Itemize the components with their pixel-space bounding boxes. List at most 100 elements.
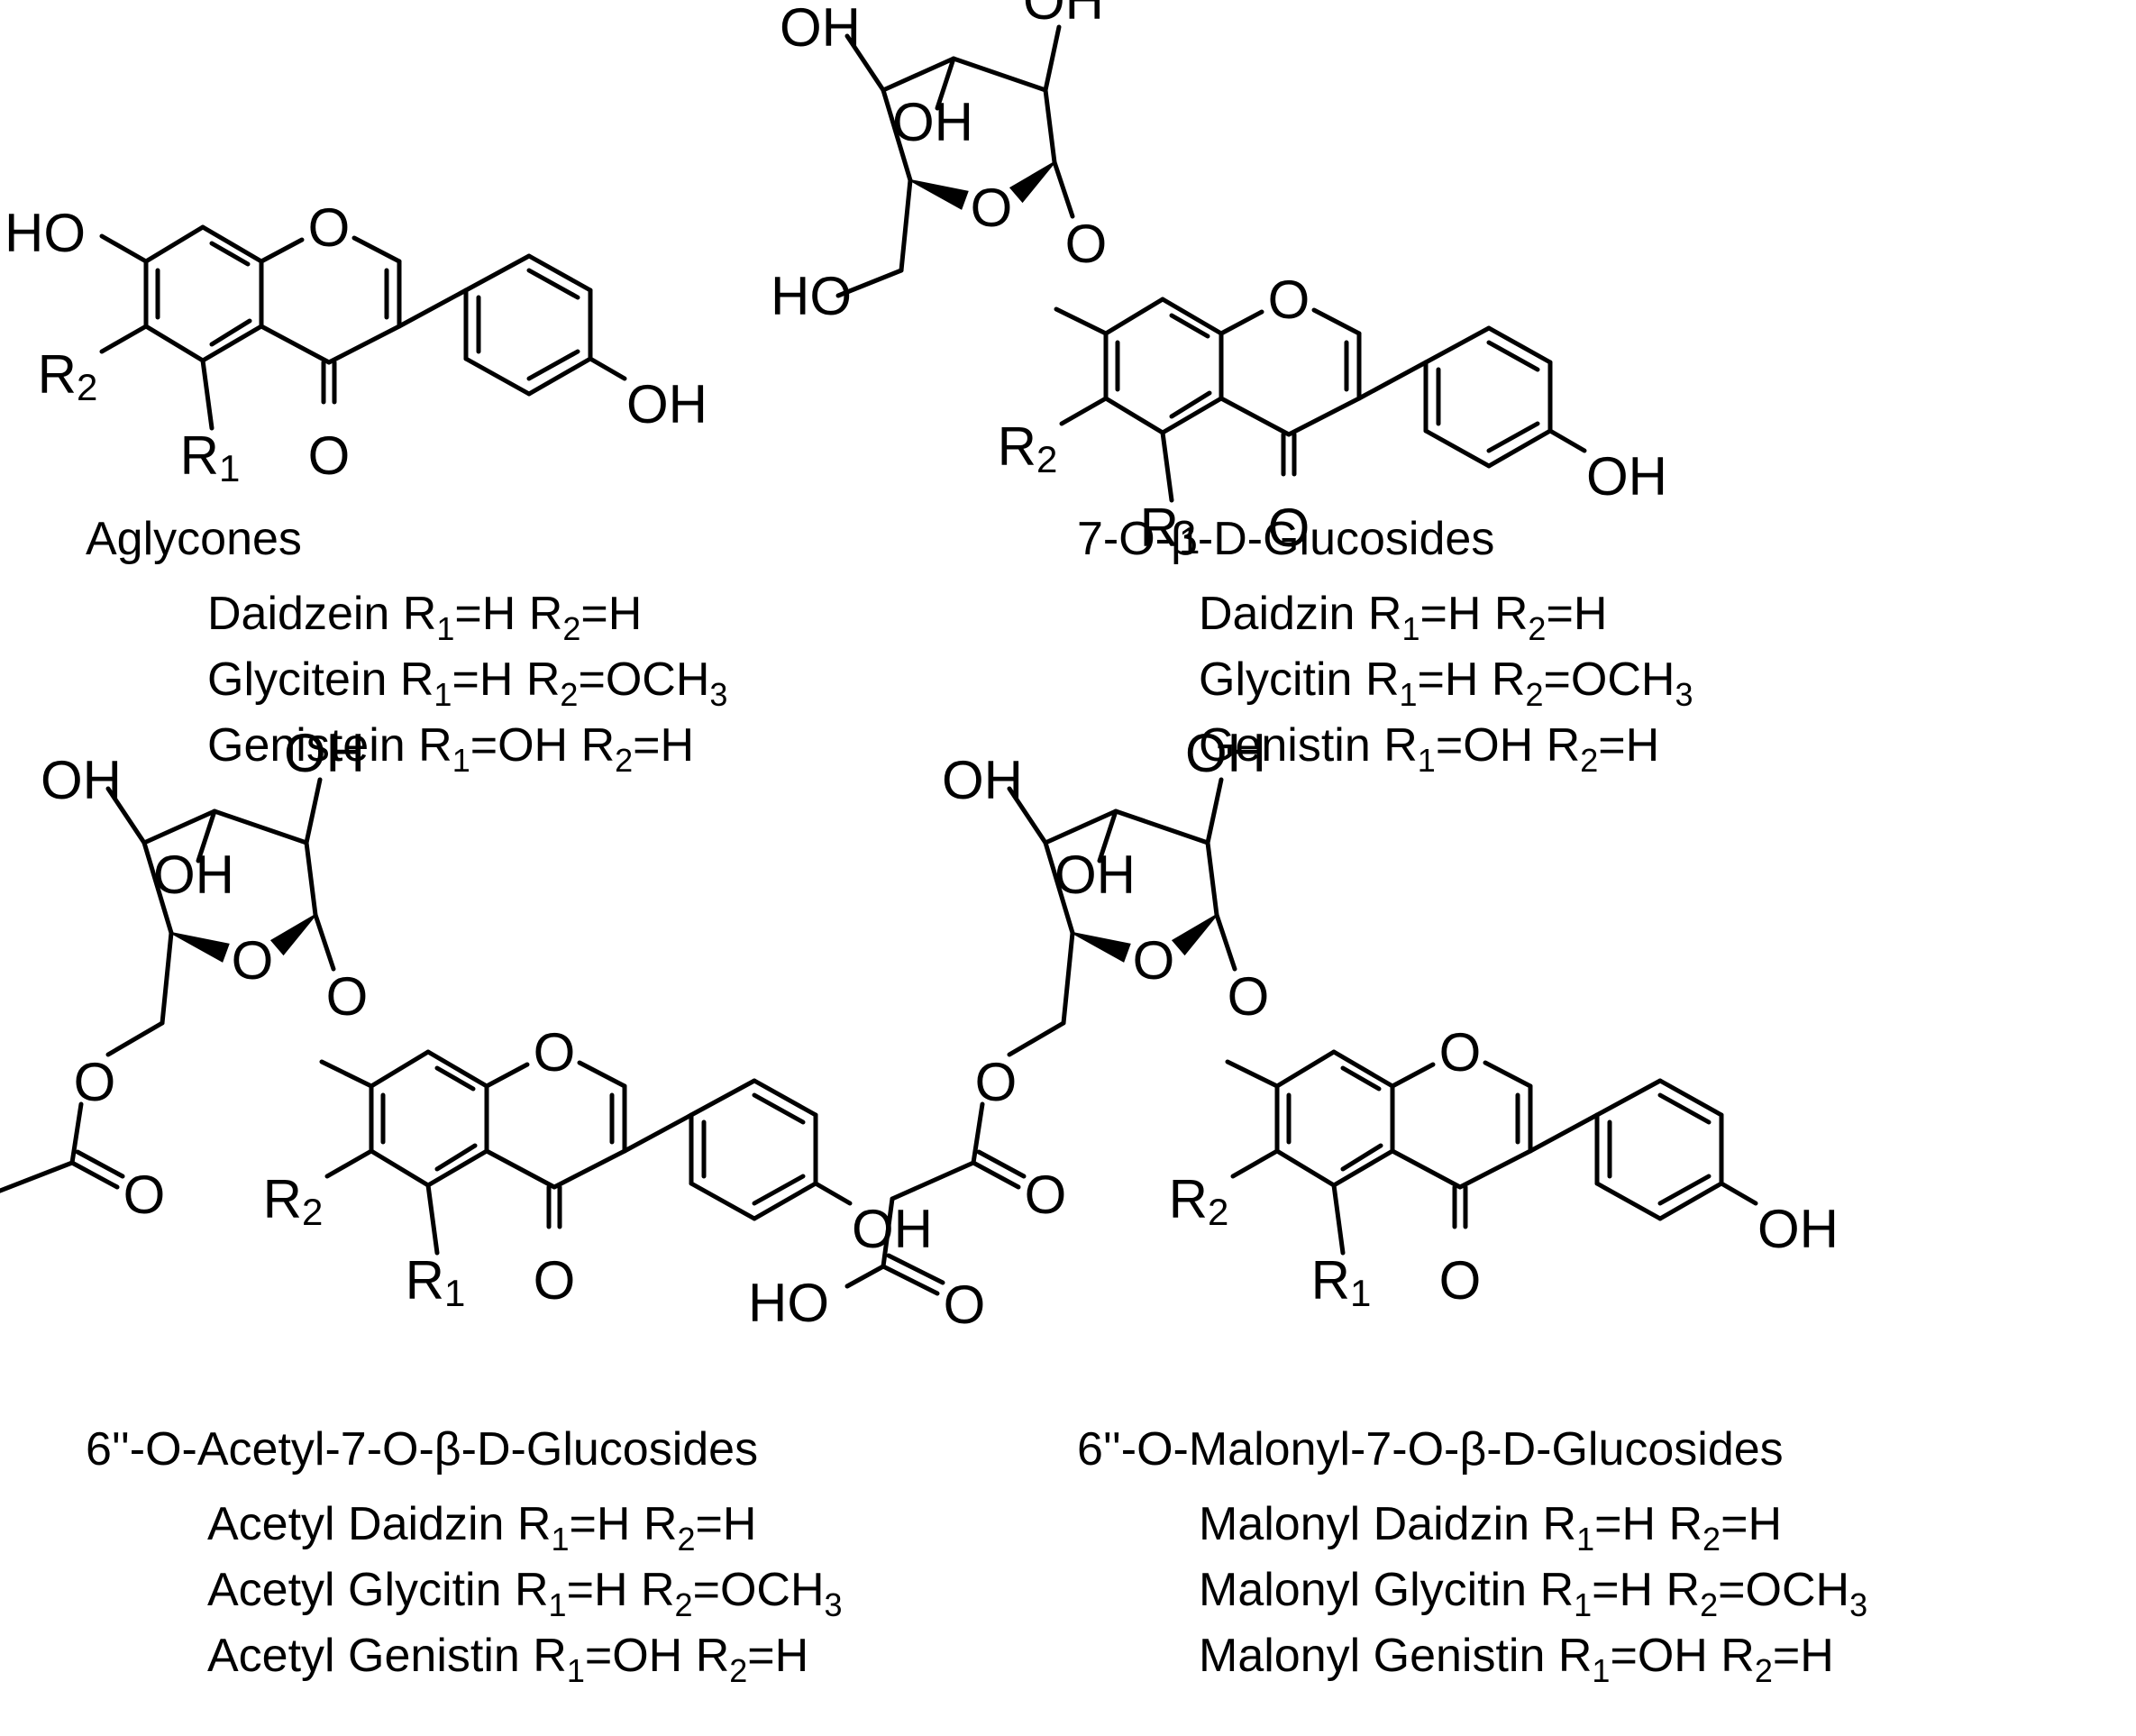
series-heading: Aglycones xyxy=(86,513,302,565)
compound-line: Acetyl Daidzin R1=H R2=H xyxy=(207,1498,756,1558)
bond xyxy=(1205,840,1219,918)
sugar-oh-c4-label: OH xyxy=(942,750,1023,810)
ester-oxygen-label: O xyxy=(975,1052,1018,1112)
bond xyxy=(1528,1112,1600,1154)
bond xyxy=(1103,297,1165,336)
bond xyxy=(209,318,252,347)
bond xyxy=(397,288,469,329)
bond xyxy=(1390,1062,1436,1089)
bond xyxy=(259,324,332,365)
bond xyxy=(752,1181,818,1221)
sugar-oh-c3-label: OH xyxy=(892,92,973,152)
sugar-ring-oxygen-label: O xyxy=(971,178,1013,238)
carbonyl-oxygen-label: O xyxy=(1439,1250,1482,1311)
compound-line: Acetyl Glycitin R1=H R2=OCH3 xyxy=(207,1564,843,1623)
bond xyxy=(752,1092,806,1125)
bond xyxy=(1486,421,1540,453)
compound-line: Glycitein R1=H R2=OCH3 xyxy=(207,653,727,713)
carbonyl-oxygen-label: O xyxy=(1268,498,1310,558)
sugar-oh-c4-label: OH xyxy=(41,750,122,810)
r2-label: R2 xyxy=(998,416,1058,480)
wedge-bond-c1 xyxy=(1009,161,1055,204)
bond xyxy=(526,356,593,397)
wedge-bond-c5 xyxy=(1072,932,1131,963)
bond xyxy=(1007,1020,1066,1057)
bond xyxy=(425,1183,440,1256)
bond xyxy=(1486,340,1540,372)
bond xyxy=(1331,1148,1395,1188)
bond xyxy=(1274,1049,1337,1089)
bond xyxy=(890,1160,976,1201)
bond xyxy=(526,268,580,300)
carbonyl-oxygen-label: O xyxy=(534,1250,576,1311)
compound-line: Genistein R1=OH R2=H xyxy=(207,719,694,779)
bond xyxy=(1043,87,1057,165)
bond xyxy=(324,1148,374,1179)
ester-oxygen-label: O xyxy=(74,1052,116,1112)
bond xyxy=(319,1059,374,1089)
bond xyxy=(526,349,580,381)
bond xyxy=(1007,786,1048,845)
acetyl-carbonyl-oxygen-label: O xyxy=(123,1165,166,1225)
bond xyxy=(1340,1065,1382,1092)
r1-label: R1 xyxy=(406,1250,466,1314)
sugar-ring-oxygen-label: O xyxy=(232,930,274,991)
ring-oxygen-label: O xyxy=(308,197,351,258)
sugar-oh-c2-label: OH xyxy=(284,723,365,783)
bond xyxy=(1160,430,1174,503)
bond xyxy=(1052,160,1075,219)
bond xyxy=(105,786,147,845)
bond xyxy=(1331,1183,1346,1256)
bond xyxy=(1043,24,1062,93)
bond xyxy=(1059,396,1109,426)
bond xyxy=(99,233,149,264)
bond xyxy=(434,1143,478,1172)
bond xyxy=(552,1148,627,1190)
bond xyxy=(326,324,402,365)
bond xyxy=(813,1181,853,1206)
bond xyxy=(1230,1148,1280,1179)
wedge-bond-c1 xyxy=(1171,914,1218,956)
bond xyxy=(881,56,956,93)
bond xyxy=(141,840,174,936)
glycosidic-oxygen-label: O xyxy=(326,966,369,1027)
bond xyxy=(212,809,309,845)
r2-label: R2 xyxy=(38,344,98,408)
ring-oxygen-label: O xyxy=(534,1022,576,1083)
sugar-oh-c2-label: OH xyxy=(1185,723,1266,783)
bond xyxy=(1423,325,1492,365)
bond xyxy=(971,1101,985,1165)
compound-line: Daidzin R1=H R2=H xyxy=(1199,588,1607,647)
bond xyxy=(1214,912,1237,972)
bond xyxy=(0,1160,75,1193)
r1-label: R1 xyxy=(1311,1250,1372,1314)
glycosidic-oxygen-label: O xyxy=(1228,966,1270,1027)
compound-line: Glycitin R1=H R2=OCH3 xyxy=(1199,653,1693,713)
bond xyxy=(971,1160,1021,1190)
bond xyxy=(1160,396,1224,435)
bond xyxy=(835,268,904,298)
r2-label: R2 xyxy=(1169,1169,1229,1233)
sugar-oh-c3-label: OH xyxy=(1054,845,1136,905)
series-heading: 6''-O-Acetyl-7-O-β-D-Glucosides xyxy=(86,1423,758,1476)
bond xyxy=(351,235,402,264)
bond xyxy=(1043,840,1075,936)
bond xyxy=(844,33,886,93)
r1-label: R1 xyxy=(1140,498,1200,562)
acid-carbonyl-oxygen-label: O xyxy=(944,1275,986,1335)
acid-hydroxyl-label: HO xyxy=(748,1273,829,1333)
bond xyxy=(588,356,627,381)
r2-label: R2 xyxy=(263,1169,324,1233)
bond xyxy=(434,1065,476,1092)
hydroxyl-6-label: HO xyxy=(771,266,852,326)
bond xyxy=(1486,428,1553,469)
bond xyxy=(881,87,913,183)
bond xyxy=(1594,1181,1663,1221)
compound-line: Malonyl Genistin R1=OH R2=H xyxy=(1199,1630,1834,1689)
bond xyxy=(1486,325,1553,365)
para-hydroxyl-label: OH xyxy=(1757,1199,1839,1259)
bond xyxy=(526,253,593,293)
carbonyl-oxygen-label: O xyxy=(308,425,351,486)
